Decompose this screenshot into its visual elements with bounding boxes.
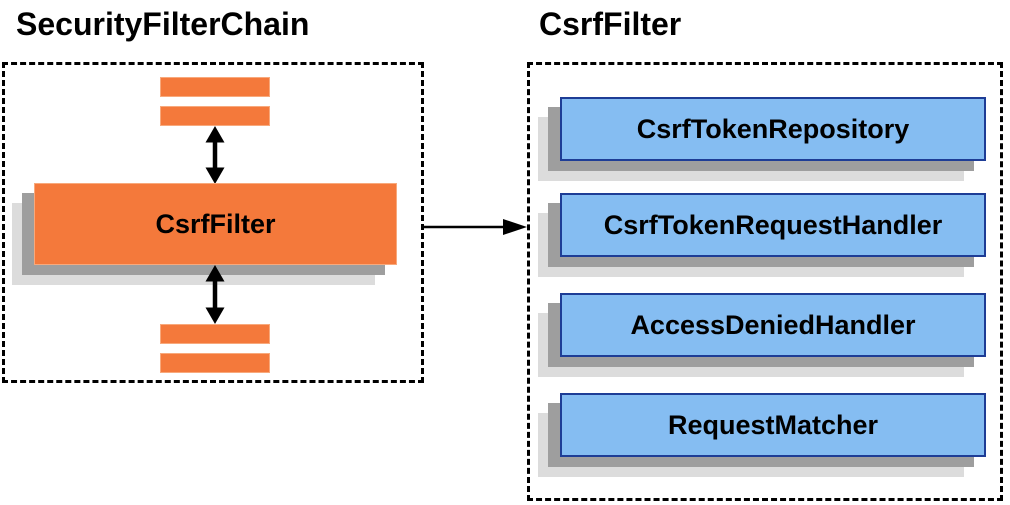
- filter-bar: [160, 353, 270, 373]
- security-filter-chain-container: CsrfFilter: [2, 62, 424, 383]
- component-label: RequestMatcher: [667, 409, 879, 440]
- component-box-csrf-token-request-handler: CsrfTokenRequestHandler: [560, 193, 986, 257]
- csrf-filter-node: CsrfFilter: [34, 183, 397, 265]
- bidirectional-arrow-icon: [205, 265, 225, 324]
- component-box-csrf-token-repository: CsrfTokenRepository: [560, 97, 986, 161]
- filter-bar: [160, 77, 270, 97]
- right-arrow-icon: [424, 219, 527, 235]
- component-label: CsrfTokenRequestHandler: [603, 209, 943, 240]
- component-label: AccessDeniedHandler: [630, 309, 916, 340]
- filter-bar: [160, 106, 270, 126]
- csrf-filter-node-label: CsrfFilter: [155, 208, 276, 239]
- bidirectional-arrow-icon: [205, 126, 225, 184]
- component-label: CsrfTokenRepository: [636, 113, 910, 144]
- security-filter-chain-title: SecurityFilterChain: [16, 6, 310, 42]
- csrf-filter-container: CsrfTokenRepository CsrfTokenRequestHand…: [527, 62, 1003, 501]
- component-box-request-matcher: RequestMatcher: [560, 393, 986, 457]
- csrf-filter-title: CsrfFilter: [539, 6, 682, 42]
- component-box-access-denied-handler: AccessDeniedHandler: [560, 293, 986, 357]
- filter-bar: [160, 324, 270, 344]
